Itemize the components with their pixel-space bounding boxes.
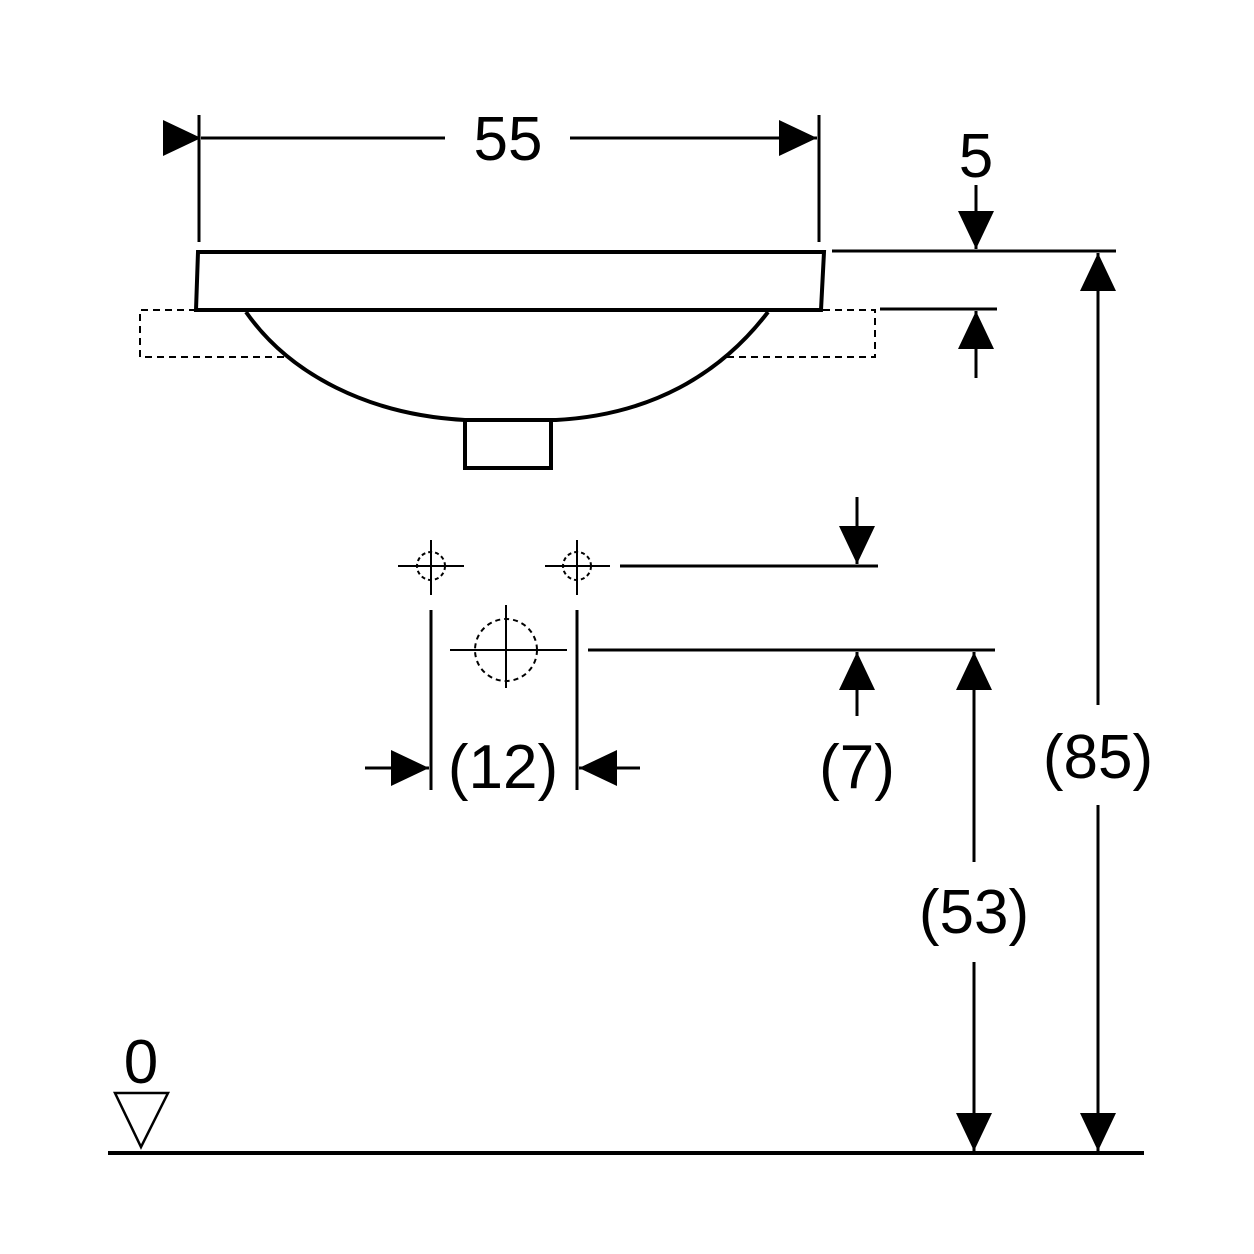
- tap-spacing-dimension: [365, 610, 640, 790]
- level-marker-icon: [113, 1091, 171, 1150]
- basin-outlet: [463, 420, 553, 470]
- waste-height-label: (53): [919, 878, 1029, 947]
- floor-level-label: 0: [124, 1028, 158, 1097]
- tap-hole-left: [398, 540, 464, 595]
- washbasin: [193, 250, 827, 470]
- tap-hole-right: [545, 540, 610, 595]
- waste-outlet-marker: [450, 605, 567, 688]
- width-dimension: [163, 115, 821, 242]
- basin-bowl: [244, 310, 770, 422]
- tap-offset-dimension: [588, 497, 995, 716]
- rim-thickness-dimension: [832, 185, 1116, 378]
- tap-spacing-label: (12): [448, 733, 558, 802]
- basin-rim: [193, 250, 827, 312]
- width-label: 55: [474, 105, 543, 174]
- tap-offset-label: (7): [819, 733, 895, 802]
- total-height-label: (85): [1043, 723, 1153, 792]
- rim-thickness-label: 5: [959, 122, 993, 191]
- countertop-outline: [139, 309, 876, 358]
